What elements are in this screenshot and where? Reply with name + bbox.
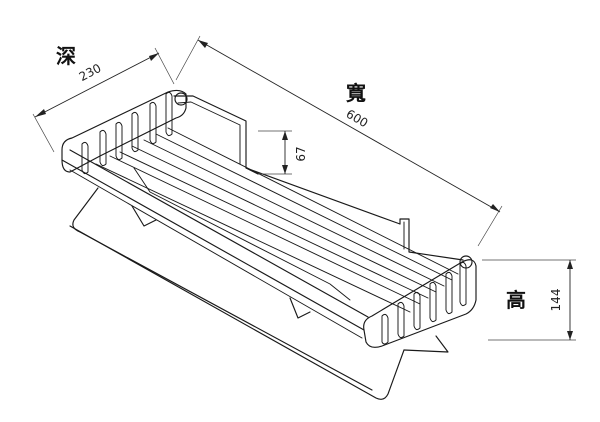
towel-bar-frame <box>69 187 449 400</box>
right-mount-cap <box>459 255 473 269</box>
towel-bar-long-front <box>69 225 405 400</box>
front-mid-rail <box>69 169 363 339</box>
front-top-rail-2 <box>61 159 365 331</box>
back-top-rail-inner <box>177 101 241 165</box>
height-label: 高 <box>506 288 526 312</box>
back-top-rail <box>173 95 259 175</box>
height-dimension: 144 <box>482 259 576 341</box>
left-mount-cap <box>174 92 188 106</box>
width-dimension-line <box>197 39 501 213</box>
shelf-wires <box>95 127 459 313</box>
towel-bar-right-foot <box>403 335 449 353</box>
back-right-post <box>399 218 464 261</box>
width-label: 寬 <box>346 81 366 105</box>
right-end-outline <box>363 259 477 348</box>
front-top-rail <box>69 149 369 318</box>
back-long-rail <box>245 167 401 225</box>
depth-dimension-line <box>34 52 160 118</box>
left-end-slats <box>81 91 173 175</box>
height-value: 144 <box>549 289 563 312</box>
rail-height-value: 67 <box>294 146 308 161</box>
towel-bar-mid-support-2 <box>289 297 311 319</box>
towel-bar-mid-support <box>131 205 157 227</box>
depth-dimension: 230 <box>32 47 175 153</box>
towel-bar-left-leg <box>72 187 99 233</box>
width-value: 600 <box>344 107 371 131</box>
depth-value: 230 <box>77 61 104 84</box>
left-end-outline <box>61 89 187 173</box>
shelf-cross-support <box>133 167 351 301</box>
basket-frame <box>61 89 477 348</box>
rail-height-dimension: 67 <box>258 130 308 175</box>
towel-bar-long-back <box>79 231 373 391</box>
depth-label: 深 <box>56 44 76 68</box>
right-end-slats <box>381 261 467 345</box>
